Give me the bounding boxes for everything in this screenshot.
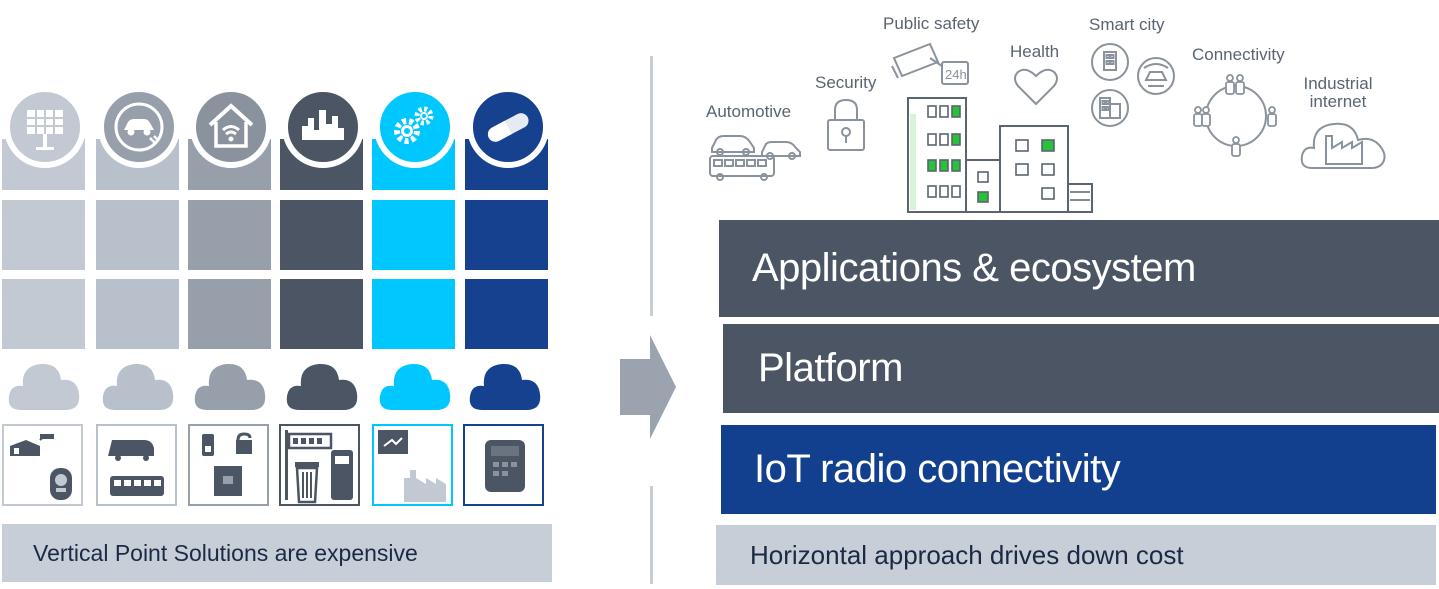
layer-platform-label: Platform (758, 346, 903, 390)
layer-applications-ecosystem: Applications & ecosystem (719, 220, 1439, 317)
smart-city-icon (1091, 43, 1175, 127)
cloud-icon (379, 363, 451, 410)
label-automotive: Automotive (706, 102, 792, 121)
label-connectivity: Connectivity (1192, 45, 1285, 64)
gears-icon (374, 86, 456, 168)
layer-platform: Platform (723, 324, 1439, 413)
column-city-cell (280, 200, 363, 270)
vertical-caption-text: Vertical Point Solutions are expensive (33, 539, 418, 566)
smart-home-icon (190, 86, 272, 168)
cloud-icon (194, 363, 266, 410)
automotive-icon (709, 135, 801, 181)
people-network-icon (1193, 74, 1277, 157)
label-health: Health (1010, 42, 1060, 61)
label-public-safety: Public safety (883, 14, 980, 33)
device-box-energy (2, 424, 83, 506)
cloud-icon (469, 363, 541, 410)
column-transport-cell (96, 200, 179, 270)
divider-line-top (650, 56, 653, 316)
column-energy-cell (2, 200, 85, 270)
horizontal-caption: Horizontal approach drives down cost (716, 525, 1436, 585)
column-transport-cell (96, 279, 179, 349)
camera-badge-text: 24h (945, 67, 967, 82)
device-box-city (279, 424, 360, 506)
layer-iot-label: IoT radio connectivity (754, 447, 1121, 491)
column-health-cell (465, 200, 548, 270)
label-industrial-internet: Industrial internet (1303, 74, 1373, 111)
security-camera-icon: 24h (891, 42, 969, 85)
vertical-caption: Vertical Point Solutions are expensive (2, 524, 552, 582)
column-home-cell (188, 279, 271, 349)
column-home-cell (188, 200, 271, 270)
column-industry-cell (372, 279, 455, 349)
column-health-cell (465, 279, 548, 349)
cloud-icon (8, 363, 80, 410)
label-smart-city: Smart city (1089, 15, 1165, 34)
device-box-health (463, 424, 544, 506)
divider-line-bottom (650, 486, 653, 584)
cloud-icon (102, 363, 174, 410)
device-box-home (188, 424, 269, 506)
device-box-transport (96, 424, 177, 506)
buildings-icon (907, 97, 1093, 213)
arrow-right-icon (620, 335, 676, 439)
column-city-cell (280, 279, 363, 349)
electric-car-icon (98, 86, 180, 168)
padlock-icon (827, 98, 865, 151)
horizontal-caption-text: Horizontal approach drives down cost (750, 539, 1184, 570)
factory-cloud-icon (1300, 122, 1386, 169)
cloud-icon (286, 363, 358, 410)
pill-icon (467, 86, 549, 168)
layer-applications-label: Applications & ecosystem (752, 246, 1196, 290)
solar-panel-icon (4, 86, 86, 168)
column-energy-cell (2, 279, 85, 349)
heart-icon (1014, 68, 1058, 106)
label-security: Security (815, 73, 877, 92)
column-industry-cell (372, 200, 455, 270)
device-box-industry (372, 424, 453, 506)
layer-iot-radio-connectivity: IoT radio connectivity (721, 425, 1436, 514)
city-skyline-icon (282, 86, 364, 168)
